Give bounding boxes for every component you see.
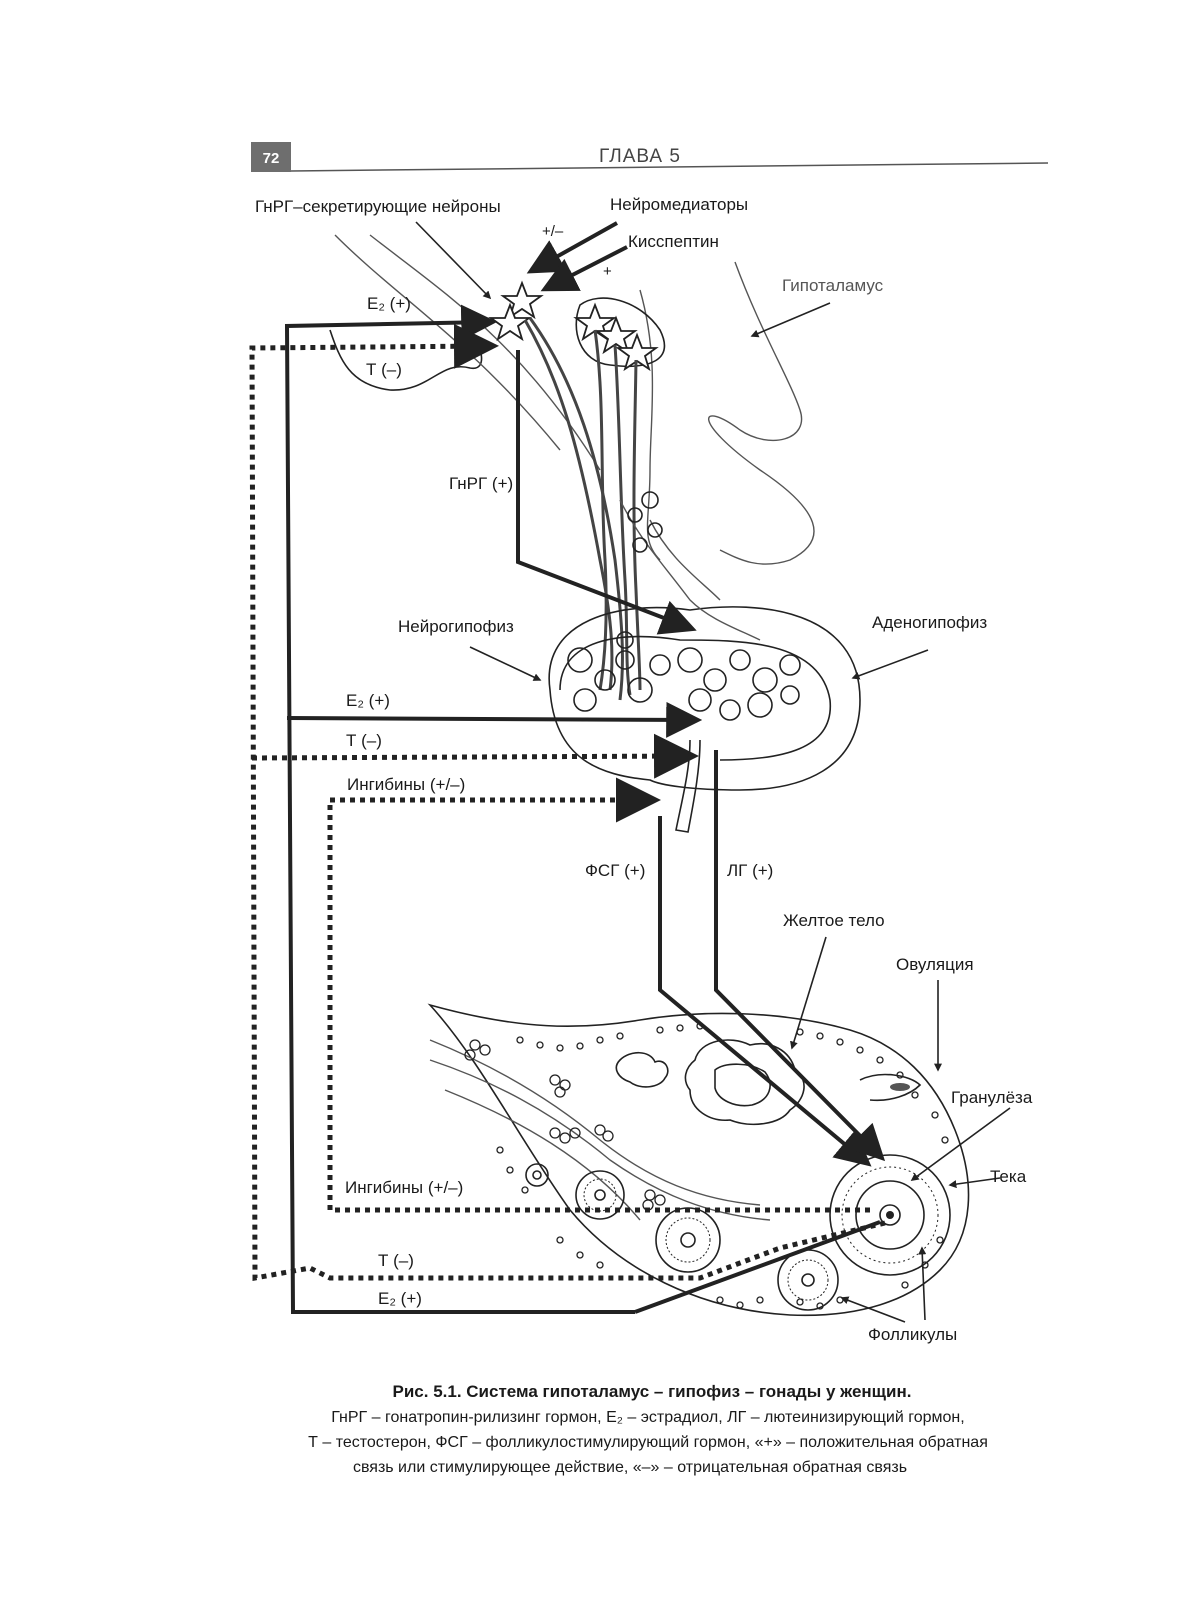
label-t-minus-top: Т (–) — [366, 360, 402, 379]
label-kisspeptin: Кисспептин — [628, 232, 719, 251]
e2-from-follicle — [634, 1220, 881, 1314]
caption-title: Рис. 5.1. Система гипоталамус – гипофиз … — [393, 1382, 912, 1401]
label-t-minus-bottom: Т (–) — [378, 1251, 414, 1270]
corpus-luteum — [684, 1039, 805, 1126]
pointer-adenohypophysis — [851, 649, 929, 680]
tract-line-1 — [334, 234, 561, 451]
diagram-labels: ГнРГ–секретирующие нейроны Нейромедиатор… — [255, 195, 1033, 1344]
primary-follicle — [525, 1163, 549, 1187]
pituitary-cells — [567, 491, 801, 721]
pointer-follicles-1 — [918, 1246, 927, 1321]
hormone-pathways — [249, 221, 886, 1314]
fsh-to-ovary — [658, 816, 872, 1167]
label-e2-plus-bottom: E₂ (+) — [378, 1289, 422, 1308]
pointer-granulosa — [910, 1107, 1011, 1181]
label-e2-plus-mid: E₂ (+) — [346, 691, 390, 710]
pointer-theca — [948, 1177, 1001, 1189]
tract-line-2 — [369, 234, 601, 471]
caption-line-3: связь или стимулирующее действие, «–» – … — [353, 1459, 907, 1476]
gnrh-neurons — [488, 280, 659, 372]
label-hypothalamus: Гипоталамус — [782, 276, 884, 295]
label-theca: Тека — [990, 1167, 1027, 1186]
hypothalamus-anatomy — [329, 234, 815, 565]
pituitary-stalk-vessel — [675, 739, 701, 833]
ovary-anatomy — [427, 1003, 970, 1317]
label-fsh-plus: ФСГ (+) — [585, 861, 645, 880]
adenohypophysis-lobe — [559, 635, 831, 761]
e2-feedback-to-hypothalamus — [284, 304, 635, 1314]
figure-caption: Рис. 5.1. Система гипоталамус – гипофиз … — [308, 1382, 988, 1476]
lh-to-ovary — [714, 750, 886, 1162]
caption-line-2: Т – тестостерон, ФСГ – фолликулостимулир… — [308, 1434, 988, 1451]
label-neurohypophysis: Нейрогипофиз — [398, 617, 514, 636]
primordial-follicle-clusters — [464, 1039, 666, 1211]
atretic-follicle — [615, 1051, 669, 1088]
star-neuron-icon — [594, 315, 638, 355]
star-neuron-icon — [500, 280, 544, 320]
label-plus: + — [603, 263, 612, 280]
label-gnrh-neurons: ГнРГ–секретирующие нейроны — [255, 197, 501, 216]
ovary-stroma-line-1 — [429, 1039, 761, 1206]
hypothalamus-outline — [708, 261, 815, 565]
header-rule — [290, 162, 1049, 172]
label-t-minus-mid: Т (–) — [346, 731, 382, 750]
label-follicles: Фолликулы — [868, 1325, 957, 1344]
ovulation-site — [859, 1073, 922, 1102]
pointer-hypothalamus — [750, 302, 831, 338]
secondary-follicle-3 — [777, 1249, 839, 1311]
label-gnrh-plus: ГнРГ (+) — [449, 474, 513, 493]
ovary-outline — [427, 1003, 970, 1317]
ovary-stroma-line-3 — [444, 1089, 641, 1221]
page-header: 72 ГЛАВА 5 — [251, 142, 1049, 172]
label-ovulation: Овуляция — [896, 955, 974, 974]
portal-vessel — [619, 499, 761, 641]
t-feedback-to-pituitary — [251, 733, 699, 779]
page-number-badge — [251, 142, 291, 172]
label-lh-plus: ЛГ (+) — [727, 861, 773, 880]
gnrh-to-pituitary — [516, 350, 697, 635]
inhibin-feedback-to-pituitary — [327, 777, 870, 1213]
page-number: 72 — [263, 150, 280, 167]
pointer-corpus-luteum — [790, 936, 827, 1050]
chiasm-outline — [329, 329, 483, 391]
label-neuromediators: Нейромедиаторы — [610, 195, 748, 214]
label-inhibins-top: Ингибины (+/–) — [347, 775, 465, 794]
pointer-gnrh-neurons — [415, 221, 492, 300]
label-e2-plus-top: E₂ (+) — [367, 294, 411, 313]
label-corpus-luteum: Желтое тело — [783, 911, 885, 930]
t-feedback-to-hypothalamus — [249, 323, 886, 1281]
label-pointers — [415, 221, 1011, 1323]
chapter-title: ГЛАВА 5 — [599, 146, 681, 167]
arcuate-nucleus — [575, 297, 666, 368]
neuron-axons — [523, 317, 642, 701]
ovary-stroma-line-2 — [429, 1059, 771, 1221]
secondary-follicle-2 — [655, 1207, 721, 1273]
pointer-follicles-2 — [840, 1296, 906, 1323]
portal-vessel-2 — [649, 519, 721, 601]
third-ventricle-outline — [639, 289, 661, 561]
caption-line-1: ГнРГ – гонатропин-рилизинг гормон, E₂ – … — [331, 1409, 964, 1426]
dominant-follicle — [829, 1154, 951, 1276]
label-plus-minus: +/– — [542, 223, 564, 240]
label-adenohypophysis: Аденогипофиз — [872, 613, 987, 632]
pointer-neurohypophysis — [469, 646, 542, 681]
kisspeptin-input-arrow — [540, 245, 628, 292]
label-granulosa: Гранулёза — [951, 1088, 1033, 1107]
label-inhibins-bottom: Ингибины (+/–) — [345, 1178, 463, 1197]
e2-feedback-to-pituitary — [286, 701, 703, 738]
